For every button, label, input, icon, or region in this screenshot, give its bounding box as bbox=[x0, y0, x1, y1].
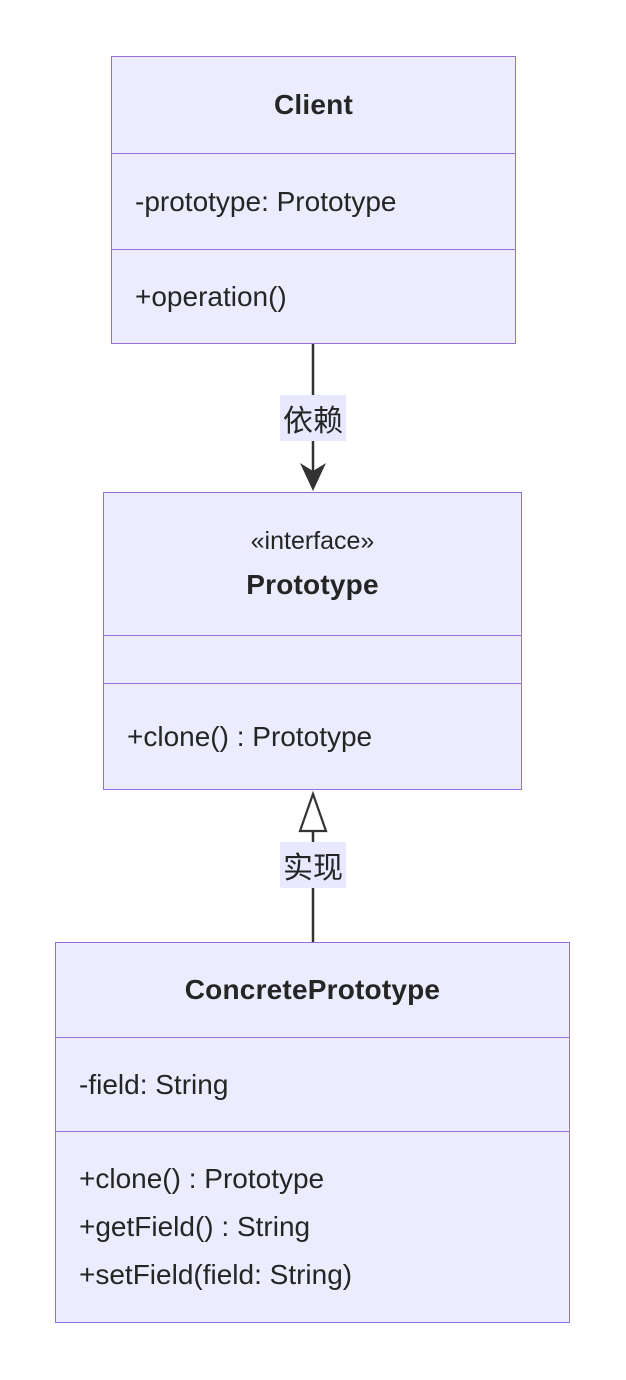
concrete-prototype-method: +setField(field: String) bbox=[79, 1259, 353, 1290]
dependency-arrowhead bbox=[300, 463, 326, 491]
client-attributes-section: -prototype: Prototype bbox=[112, 153, 515, 249]
class-box-client: Client -prototype: Prototype +operation(… bbox=[111, 56, 516, 344]
prototype-methods-section: +clone() : Prototype bbox=[104, 683, 521, 789]
concrete-prototype-methods-section: +clone() : Prototype +getField() : Strin… bbox=[56, 1131, 569, 1322]
prototype-method: +clone() : Prototype bbox=[127, 720, 373, 752]
prototype-title-section: «interface» Prototype bbox=[104, 493, 521, 635]
client-attribute: -prototype: Prototype bbox=[135, 185, 397, 217]
prototype-attributes-section bbox=[104, 635, 521, 683]
prototype-stereotype: «interface» bbox=[250, 527, 375, 555]
client-class-name: Client bbox=[274, 89, 353, 120]
concrete-prototype-attribute: -field: String bbox=[79, 1068, 229, 1100]
concrete-prototype-attributes-section: -field: String bbox=[56, 1037, 569, 1131]
client-title-section: Client bbox=[112, 57, 515, 153]
class-box-prototype: «interface» Prototype +clone() : Prototy… bbox=[103, 492, 522, 790]
client-method: +operation() bbox=[135, 280, 287, 312]
class-box-concrete-prototype: ConcretePrototype -field: String +clone(… bbox=[55, 942, 570, 1323]
concrete-prototype-title-section: ConcretePrototype bbox=[56, 943, 569, 1037]
concrete-prototype-class-name: ConcretePrototype bbox=[184, 974, 441, 1005]
client-methods-section: +operation() bbox=[112, 249, 515, 343]
dependency-edge-label: 依赖 bbox=[280, 395, 346, 441]
realization-edge-label: 实现 bbox=[280, 842, 346, 888]
prototype-class-name: Prototype bbox=[246, 569, 379, 600]
concrete-prototype-method: +getField() : String bbox=[79, 1211, 311, 1242]
concrete-prototype-method: +clone() : Prototype bbox=[79, 1163, 325, 1194]
realization-triangle-arrowhead bbox=[298, 790, 328, 833]
